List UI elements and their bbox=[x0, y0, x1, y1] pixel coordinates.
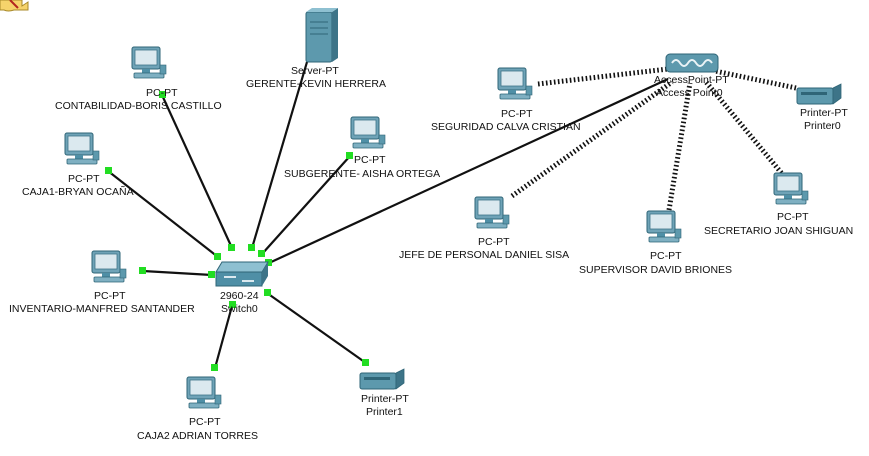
caja1-type-label: PC-PT bbox=[68, 173, 100, 185]
cable-server bbox=[250, 61, 309, 249]
jefe-name-label: JEFE DE PERSONAL DANIEL SISA bbox=[399, 249, 570, 261]
link-light bbox=[228, 244, 235, 251]
subgerente-name-label: SUBGERENTE- AISHA ORTEGA bbox=[284, 168, 441, 180]
switch-type-label: 2960-24 bbox=[220, 290, 259, 302]
pc-icon[interactable] bbox=[474, 196, 510, 229]
cable-accesspoint bbox=[268, 78, 669, 264]
pc-icon[interactable] bbox=[91, 250, 127, 283]
link-lights bbox=[105, 91, 369, 371]
secretario-name-label: SECRETARIO JOAN SHIGUAN bbox=[704, 225, 854, 237]
app-logo-fragment bbox=[0, 0, 29, 12]
printer-icon[interactable] bbox=[359, 368, 405, 390]
supervisor-type-label: PC-PT bbox=[650, 250, 682, 262]
wireless-seguridad bbox=[537, 66, 669, 87]
inventario-name-label: INVENTARIO-MANFRED SANTANDER bbox=[9, 303, 195, 315]
wireless-printer0 bbox=[714, 68, 797, 91]
pc-icon[interactable] bbox=[350, 116, 386, 149]
server-icon[interactable] bbox=[305, 8, 338, 63]
wireless-secretario bbox=[704, 80, 786, 178]
caja2-type-label: PC-PT bbox=[189, 416, 221, 428]
server-name-label: GERENTE-KEVIN HERRERA bbox=[246, 78, 387, 90]
printer0-name-label: Printer0 bbox=[804, 120, 841, 132]
link-light bbox=[362, 359, 369, 366]
wired-cables bbox=[107, 61, 669, 369]
pc-icon[interactable] bbox=[646, 210, 682, 243]
switch-name-label: Switch0 bbox=[221, 303, 258, 315]
link-light bbox=[211, 364, 218, 371]
cable-printer1 bbox=[266, 292, 367, 364]
jefe-type-label: PC-PT bbox=[478, 236, 510, 248]
wireless-supervisor bbox=[666, 82, 693, 211]
link-light bbox=[264, 289, 271, 296]
accesspoint-name-label: Access Point0 bbox=[656, 87, 723, 99]
wireless-links bbox=[510, 66, 797, 211]
link-light bbox=[159, 91, 166, 98]
access-point-icon[interactable] bbox=[665, 53, 719, 73]
printer1-type-label: Printer-PT bbox=[361, 393, 409, 405]
pc-icon[interactable] bbox=[186, 376, 222, 409]
wireless-jefe bbox=[510, 79, 674, 199]
link-light bbox=[105, 167, 112, 174]
caja1-name-label: CAJA1-BRYAN OCAÑA bbox=[22, 186, 134, 198]
cable-inventario bbox=[142, 269, 213, 277]
contabilidad-type-label: PC-PT bbox=[146, 87, 178, 99]
accesspoint-type-label: AccessPoint-PT bbox=[654, 74, 729, 86]
link-light bbox=[214, 253, 221, 260]
link-light bbox=[229, 301, 236, 308]
seguridad-type-label: PC-PT bbox=[501, 108, 533, 120]
link-light bbox=[346, 152, 353, 159]
cable-caja2 bbox=[213, 305, 234, 369]
link-light bbox=[258, 250, 265, 257]
pc-icon[interactable] bbox=[131, 46, 167, 79]
printer1-name-label: Printer1 bbox=[366, 406, 403, 418]
inventario-type-label: PC-PT bbox=[94, 290, 126, 302]
cable-caja1 bbox=[107, 170, 219, 258]
caja2-name-label: CAJA2 ADRIAN TORRES bbox=[137, 430, 258, 442]
cable-contabilidad bbox=[160, 94, 234, 249]
link-light bbox=[265, 259, 272, 266]
pc-icon[interactable] bbox=[497, 67, 533, 100]
printer-icon[interactable] bbox=[796, 83, 842, 105]
cable-subgerente bbox=[261, 155, 351, 255]
pc-icon[interactable] bbox=[773, 172, 809, 205]
seguridad-name-label: SEGURIDAD CALVA CRISTIAN bbox=[431, 121, 581, 133]
link-light bbox=[248, 244, 255, 251]
contabilidad-name-label: CONTABILIDAD-BORIS CASTILLO bbox=[55, 100, 222, 112]
switch-icon[interactable] bbox=[215, 261, 269, 287]
secretario-type-label: PC-PT bbox=[777, 211, 809, 223]
supervisor-name-label: SUPERVISOR DAVID BRIONES bbox=[579, 264, 733, 276]
link-light bbox=[139, 267, 146, 274]
server-type-label: Server-PT bbox=[291, 65, 339, 77]
subgerente-type-label: PC-PT bbox=[354, 154, 386, 166]
pc-icon[interactable] bbox=[64, 132, 100, 165]
printer0-type-label: Printer-PT bbox=[800, 107, 848, 119]
link-light bbox=[208, 271, 215, 278]
